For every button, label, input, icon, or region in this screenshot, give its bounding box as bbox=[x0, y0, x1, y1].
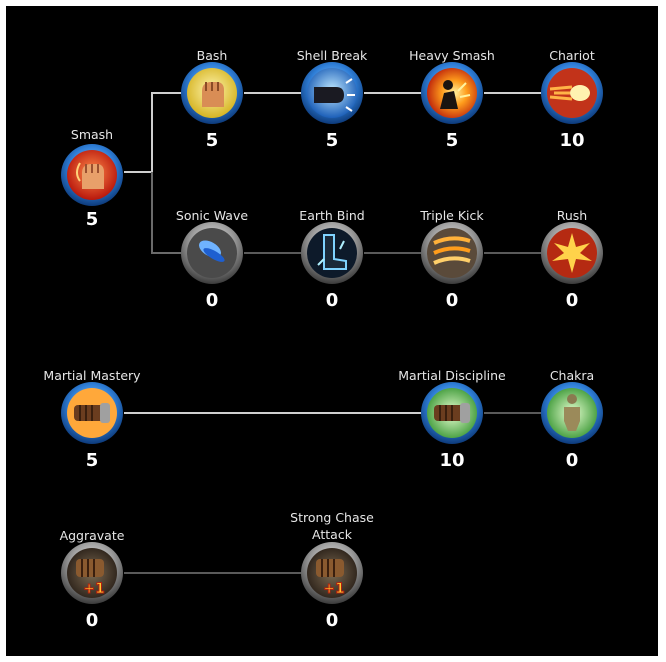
gauntlet-blue-icon[interactable] bbox=[60, 381, 124, 445]
skill-level: 5 bbox=[445, 130, 459, 151]
skill-name: Smash bbox=[70, 127, 114, 142]
skill-level: 0 bbox=[445, 290, 459, 311]
fireball-icon[interactable] bbox=[540, 61, 604, 125]
skill-name: Sonic Wave bbox=[175, 208, 249, 223]
skill-name: Rush bbox=[556, 208, 588, 223]
burst-icon[interactable] bbox=[540, 221, 604, 285]
plus-one-badge: +1 bbox=[323, 581, 344, 597]
skill-level: 0 bbox=[85, 610, 99, 631]
gauntlet-plus-one-icon[interactable]: +1 bbox=[300, 541, 364, 605]
skill-name: Bash bbox=[196, 48, 228, 63]
skill-name: Martial Mastery bbox=[43, 368, 141, 383]
skill-level: 5 bbox=[85, 450, 99, 471]
fire-slash-icon[interactable] bbox=[420, 221, 484, 285]
skill-name: Aggravate bbox=[59, 528, 125, 543]
meditating-figure-icon[interactable] bbox=[540, 381, 604, 445]
skill-level: 0 bbox=[565, 450, 579, 471]
gauntlet-green-icon[interactable] bbox=[420, 381, 484, 445]
fist-yellow-icon[interactable] bbox=[180, 61, 244, 125]
skill-name: Strong Chase Attack bbox=[290, 510, 374, 542]
skill-level: 10 bbox=[559, 130, 585, 151]
plus-one-badge: +1 bbox=[83, 581, 104, 597]
skill-name: Triple Kick bbox=[420, 208, 484, 223]
ice-foot-icon[interactable] bbox=[300, 221, 364, 285]
skill-level: 5 bbox=[205, 130, 219, 151]
skill-name: Martial Discipline bbox=[398, 368, 506, 383]
skill-name: Earth Bind bbox=[299, 208, 365, 223]
skill-name: Heavy Smash bbox=[409, 48, 495, 63]
explosion-figure-icon[interactable] bbox=[420, 61, 484, 125]
skill-level: 0 bbox=[565, 290, 579, 311]
skill-level: 10 bbox=[439, 450, 465, 471]
skill-level: 0 bbox=[325, 290, 339, 311]
fist-fire-icon[interactable] bbox=[60, 143, 124, 207]
skill-name: Chariot bbox=[549, 48, 595, 63]
skill-name: Shell Break bbox=[296, 48, 368, 63]
skill-name: Chakra bbox=[549, 368, 595, 383]
gauntlet-plus-one-icon[interactable]: +1 bbox=[60, 541, 124, 605]
skill-level: 5 bbox=[85, 209, 99, 230]
skill-level: 5 bbox=[325, 130, 339, 151]
skill-level: 0 bbox=[325, 610, 339, 631]
blue-wave-icon[interactable] bbox=[180, 221, 244, 285]
skill-level: 0 bbox=[205, 290, 219, 311]
fist-blue-impact-icon[interactable] bbox=[300, 61, 364, 125]
